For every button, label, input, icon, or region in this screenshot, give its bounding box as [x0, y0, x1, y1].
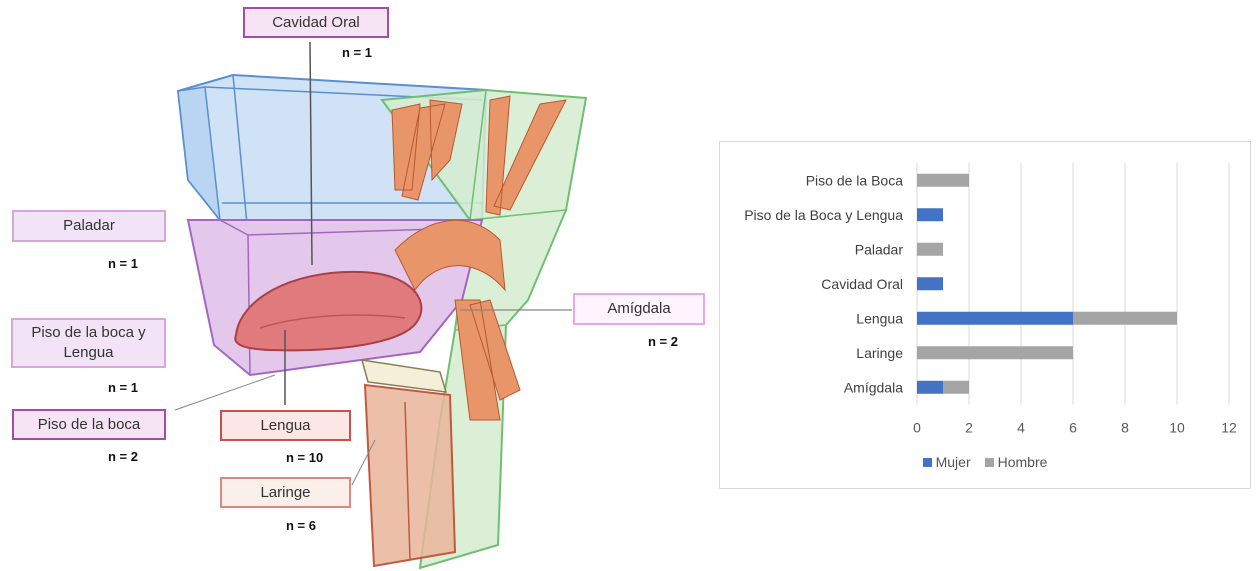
label-lengua: Lengua: [220, 410, 351, 441]
x-tick-label: 10: [1169, 420, 1185, 436]
x-tick-label: 8: [1121, 420, 1129, 436]
bar-hombre: [943, 381, 969, 394]
head-neck-illustration: [0, 0, 720, 571]
category-label: Amígdala: [844, 379, 903, 395]
label-paladar: Paladar: [12, 210, 166, 242]
count-amigdala: n = 2: [645, 334, 681, 349]
count-laringe: n = 6: [283, 518, 319, 533]
x-tick-label: 4: [1017, 420, 1025, 436]
category-label: Laringe: [856, 345, 903, 361]
label-piso-boca-lengua: Piso de la boca y Lengua: [11, 318, 166, 368]
category-label: Paladar: [855, 241, 904, 257]
bar-mujer: [917, 381, 943, 394]
count-paladar: n = 1: [105, 256, 141, 271]
label-laringe: Laringe: [220, 477, 351, 508]
category-label: Piso de la Boca y Lengua: [744, 207, 903, 223]
legend-item-hombre: Hombre: [985, 454, 1048, 470]
legend-item-mujer: Mujer: [923, 454, 971, 470]
count-piso-boca-lengua: n = 1: [105, 380, 141, 395]
count-piso-boca: n = 2: [105, 449, 141, 464]
label-cavidad-oral: Cavidad Oral: [243, 7, 389, 38]
bar-hombre: [917, 243, 943, 256]
category-label: Cavidad Oral: [821, 276, 903, 292]
bar-mujer: [917, 277, 943, 290]
x-tick-label: 6: [1069, 420, 1077, 436]
legend-swatch: [985, 458, 994, 467]
chart-legend: Mujer Hombre: [720, 454, 1250, 470]
bar-hombre: [917, 174, 969, 187]
bar-hombre: [917, 346, 1073, 359]
legend-label: Hombre: [998, 454, 1048, 470]
legend-label: Mujer: [936, 454, 971, 470]
count-lengua: n = 10: [283, 450, 326, 465]
x-tick-label: 2: [965, 420, 973, 436]
category-label: Piso de la Boca: [806, 172, 903, 188]
count-cavidad-oral: n = 1: [339, 45, 375, 60]
category-label: Lengua: [856, 310, 903, 326]
bar-hombre: [1073, 312, 1177, 325]
bar-mujer: [917, 312, 1073, 325]
bar-mujer: [917, 208, 943, 221]
legend-swatch: [923, 458, 932, 467]
x-tick-label: 0: [913, 420, 921, 436]
anatomy-diagram: Cavidad Oral n = 1 Paladar n = 1 Piso de…: [0, 0, 720, 571]
label-amigdala: Amígdala: [573, 293, 705, 325]
x-tick-label: 12: [1221, 420, 1237, 436]
label-piso-boca: Piso de la boca: [12, 409, 166, 440]
